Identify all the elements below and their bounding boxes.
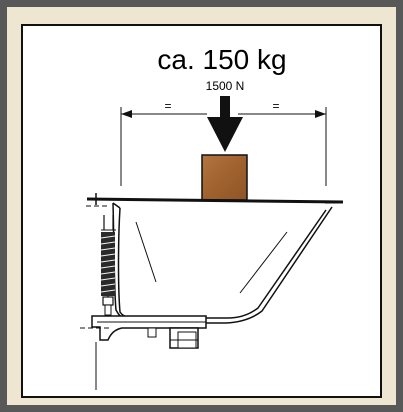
- tub-rim: [86, 193, 344, 207]
- left-dimension-label: =: [164, 99, 171, 113]
- dimension-arrow-right: [315, 110, 326, 118]
- dimension-lines: [120, 107, 327, 186]
- threaded-spindle: [101, 232, 115, 296]
- dimension-arrow-left: [121, 110, 132, 118]
- force-label: 1500 N: [206, 79, 245, 93]
- weight-label: ca. 150 kg: [157, 44, 286, 75]
- force-arrow-icon: [207, 96, 243, 152]
- adjustable-foot: [100, 215, 116, 316]
- drain-assembly: [91, 315, 207, 349]
- diagram-card: [21, 24, 382, 398]
- load-box: [201, 154, 248, 201]
- right-dimension-label: =: [272, 99, 279, 113]
